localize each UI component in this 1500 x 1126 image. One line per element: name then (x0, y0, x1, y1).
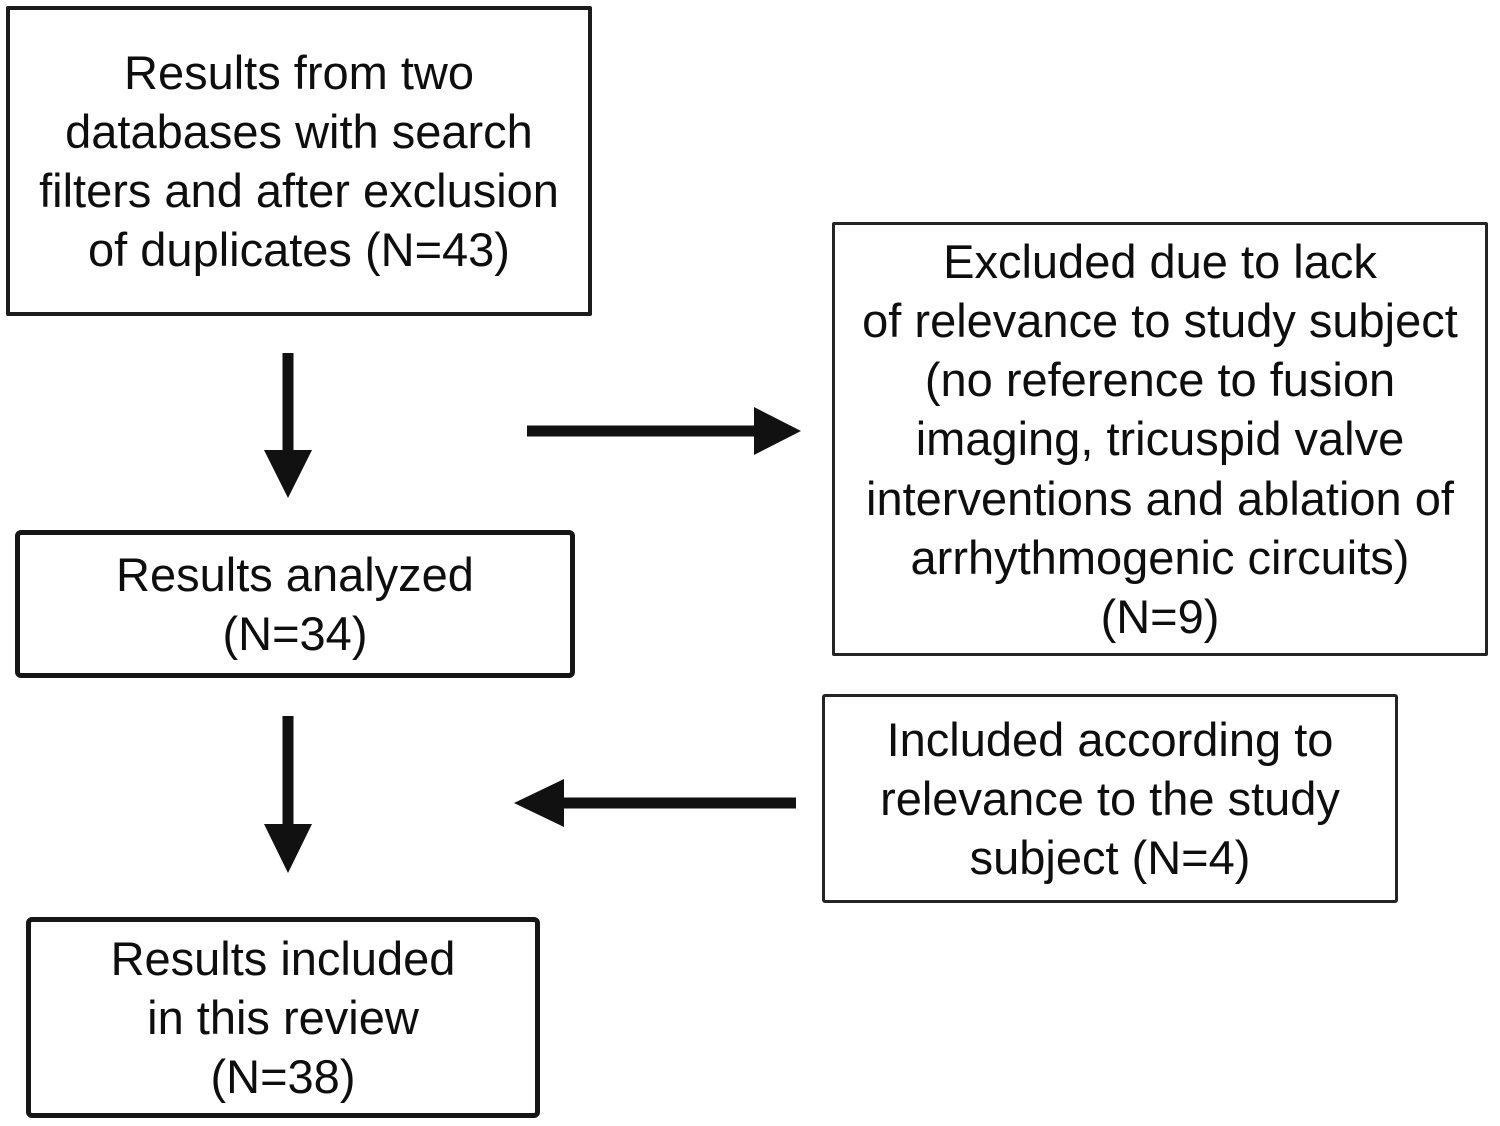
box-final-included: Results included in this review (N=38) (26, 917, 540, 1118)
arrow-analyzed-to-final-icon (264, 716, 312, 873)
box-final-included-text: Results included in this review (N=38) (110, 931, 456, 1104)
box-included-by-relevance-text: Included according to relevance to the s… (880, 712, 1340, 885)
box-excluded: Excluded due to lack of relevance to stu… (832, 222, 1488, 656)
box-sources: Results from two databases with search f… (6, 6, 592, 316)
box-included-by-relevance: Included according to relevance to the s… (822, 694, 1398, 903)
box-excluded-text: Excluded due to lack of relevance to stu… (862, 234, 1458, 644)
arrow-sources-to-analyzed-icon (264, 353, 312, 498)
arrow-from-included-icon (514, 779, 796, 827)
arrow-to-excluded-icon (527, 407, 801, 455)
box-analyzed: Results analyzed (N=34) (15, 530, 575, 678)
box-analyzed-text: Results analyzed (N=34) (116, 547, 474, 660)
box-sources-text: Results from two databases with search f… (39, 45, 559, 277)
